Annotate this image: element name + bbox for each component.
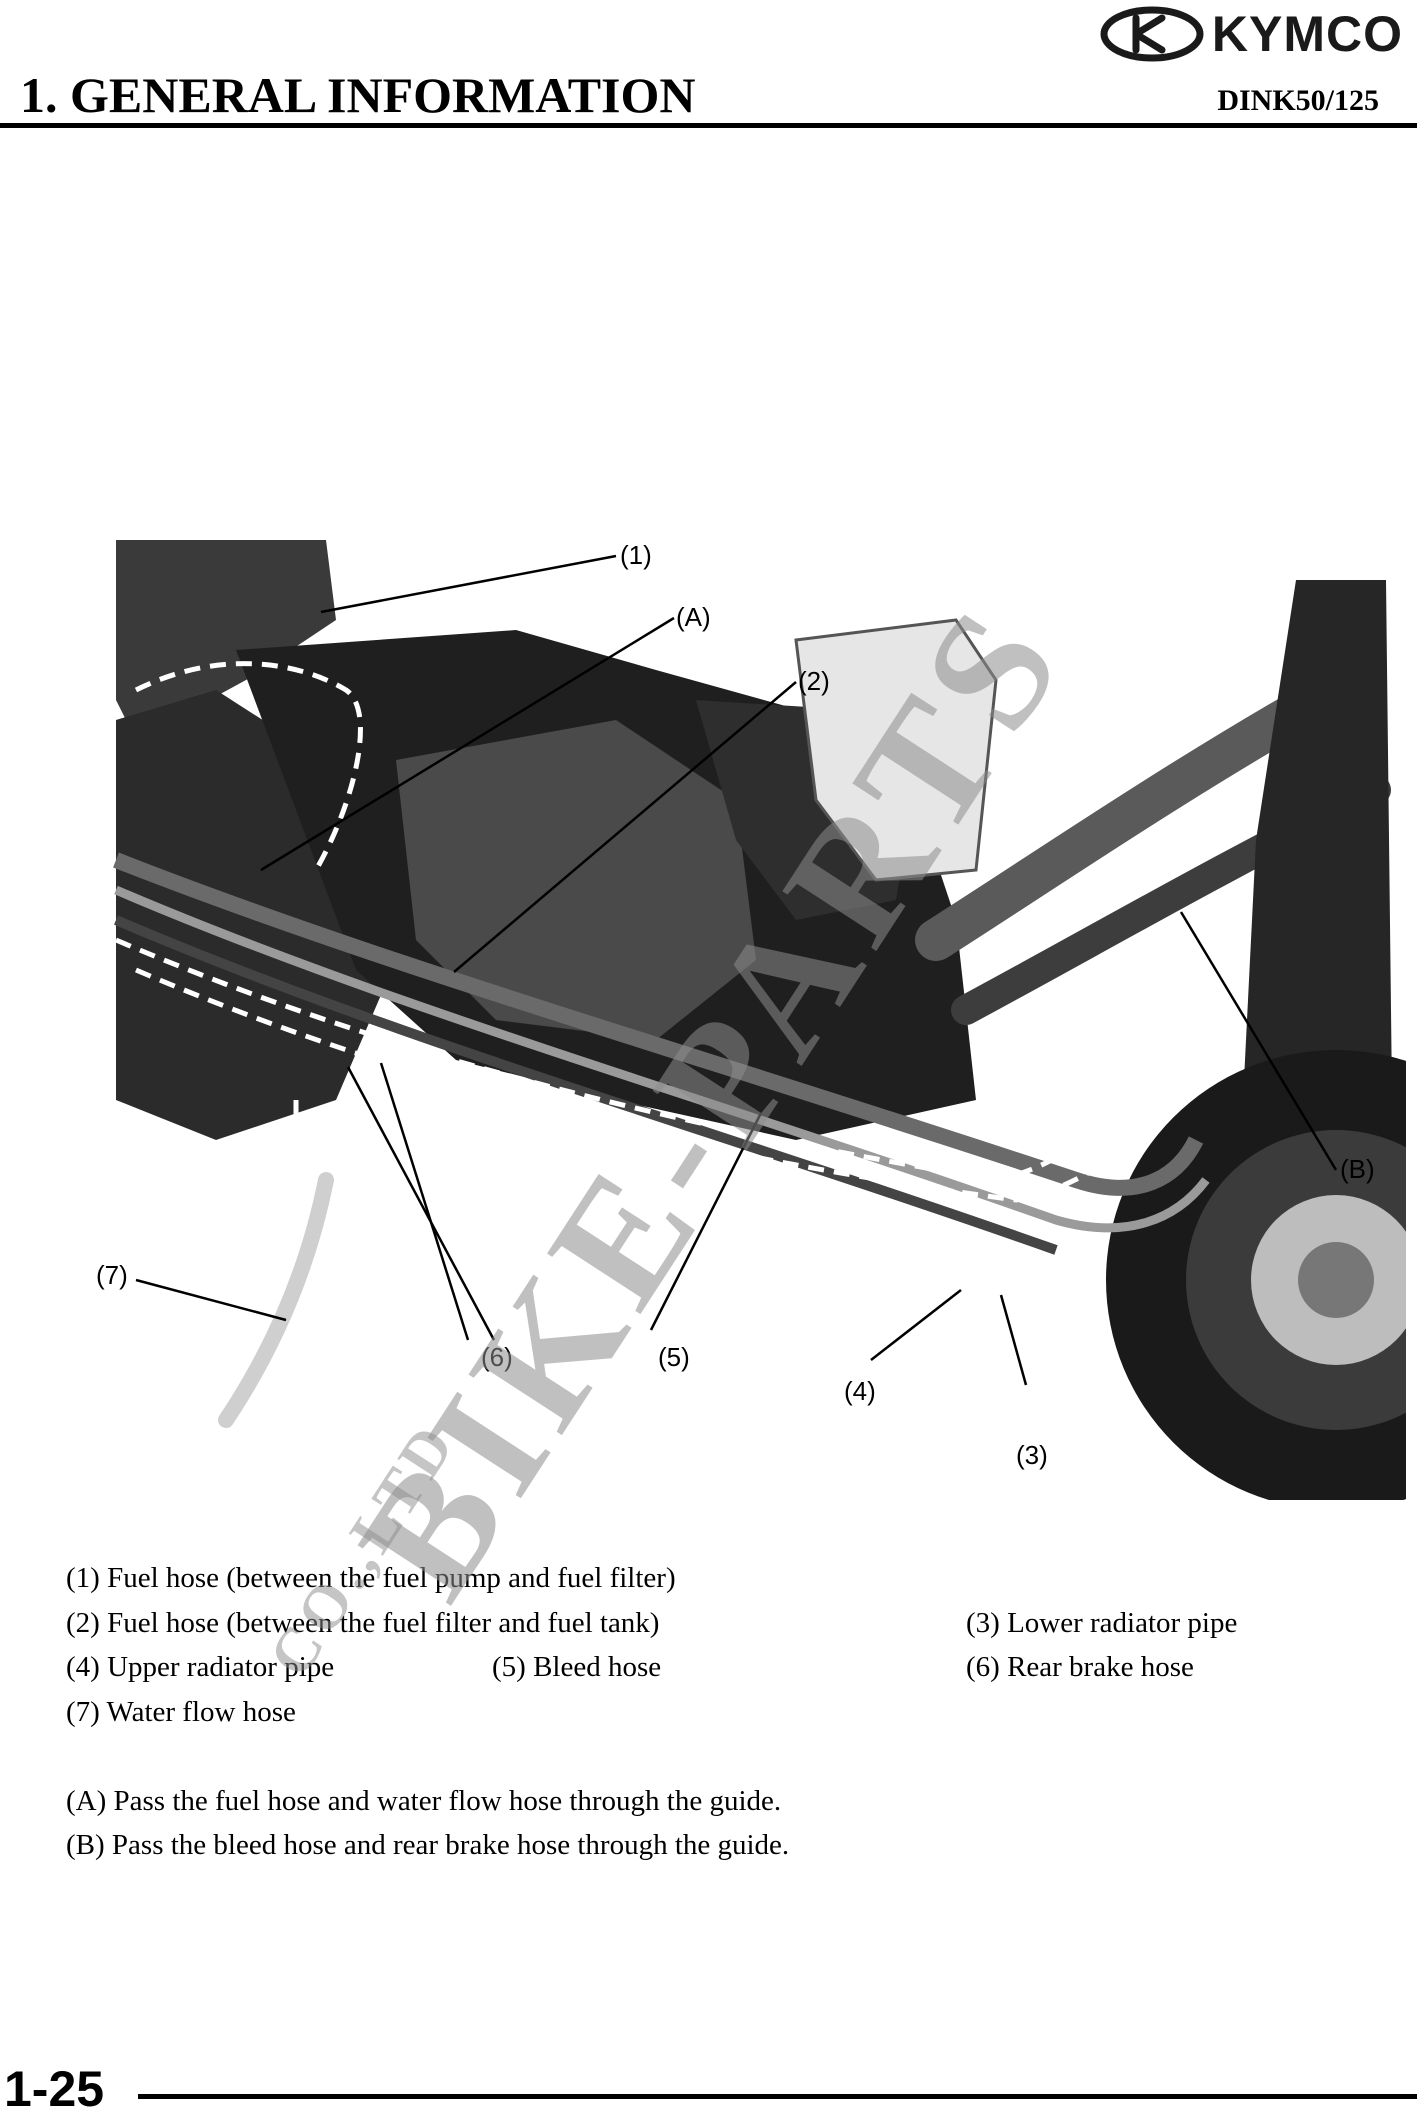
legend-item-1: (1) Fuel hose (between the fuel pump and… [66, 1562, 676, 1594]
model-name: DINK50/125 [1217, 84, 1379, 117]
callout-b: (B) [1340, 1154, 1375, 1184]
callout-6: (6) [481, 1342, 513, 1372]
page-number: 1-25 [4, 2061, 105, 2117]
callout-4: (4) [844, 1376, 876, 1406]
legend-item-6: (6) Rear brake hose [966, 1651, 1194, 1683]
header-rule [0, 123, 1417, 128]
legend-item-5: (5) Bleed hose [492, 1651, 662, 1683]
callout-7: (7) [96, 1260, 128, 1290]
brand-name: KYMCO [1211, 6, 1403, 62]
chapter-title: 1. GENERAL INFORMATION [20, 67, 696, 123]
legend-item-4: (4) Upper radiator pipe [66, 1651, 335, 1683]
callout-5: (5) [658, 1342, 690, 1372]
callout-1: (1) [620, 540, 652, 570]
kymco-logo-mark-icon [1100, 6, 1204, 62]
callout-2: (2) [798, 666, 830, 696]
legend-item-2: (2) Fuel hose (between the fuel filter a… [66, 1606, 660, 1639]
callout-a: (A) [676, 602, 711, 632]
legend-item-7: (7) Water flow hose [66, 1695, 296, 1728]
footer-rule [138, 2094, 1417, 2099]
figure-legend: (1) Fuel hose (between the fuel pump and… [66, 1556, 1366, 1868]
routing-note-a: (A) Pass the fuel hose and water flow ho… [66, 1784, 782, 1817]
legend-item-3: (3) Lower radiator pipe [966, 1606, 1238, 1639]
callout-3: (3) [1016, 1440, 1048, 1470]
kymco-logo: KYMCO [1100, 6, 1403, 62]
routing-note-b: (B) Pass the bleed hose and rear brake h… [66, 1829, 790, 1861]
hose-routing-photo: (1) (A) (2) (B) (7) (6) (5) (4) (3) [96, 540, 1406, 1500]
